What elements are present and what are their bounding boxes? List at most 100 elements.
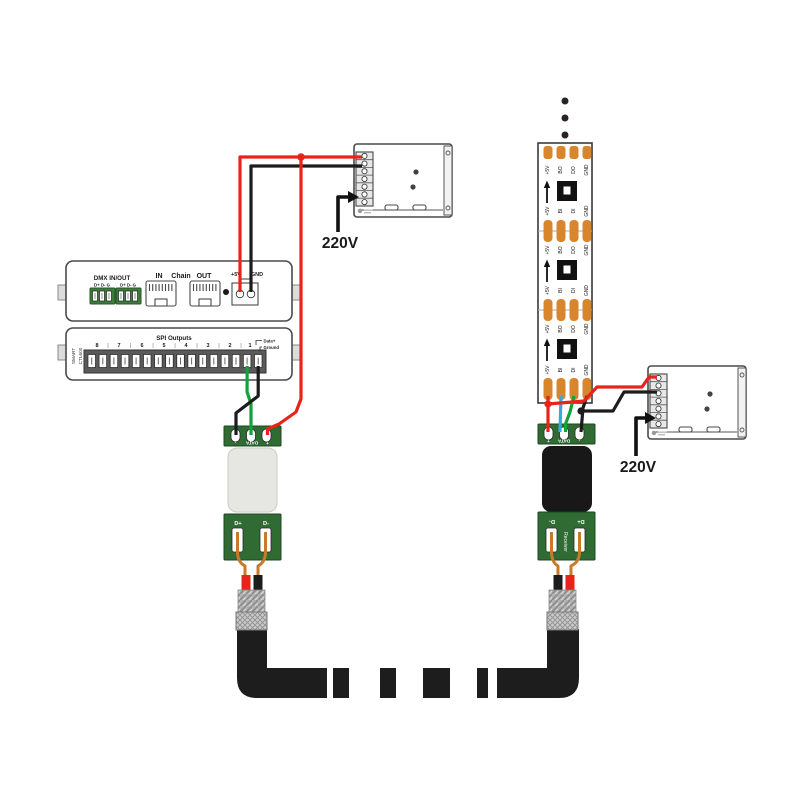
cable-dash	[380, 668, 396, 698]
svg-text:+5V: +5V	[545, 285, 551, 295]
svg-text:2: 2	[228, 343, 231, 349]
psu-screw	[707, 391, 713, 397]
svg-text:DI: DI	[571, 209, 577, 214]
svg-text:|: |	[240, 343, 241, 349]
svg-text:|: |	[130, 343, 131, 349]
model-label: CTL600	[78, 347, 83, 364]
continuation-dot	[561, 131, 569, 139]
power-ground-label: GND	[251, 272, 263, 278]
psu-5v-red-wire	[238, 155, 362, 292]
transmitter-terminal-label: -	[234, 441, 236, 446]
dmx-terminal-pins	[92, 290, 138, 302]
strip-pad-labels: +5V BO DO GND +5V BI DI GND +5V BO DO GN…	[545, 164, 590, 376]
psu-foot	[384, 204, 399, 211]
wiring	[234, 153, 657, 435]
psu-terminal-block	[355, 151, 374, 207]
svg-text:+5V: +5V	[545, 245, 551, 255]
cable-left-elbow	[237, 629, 327, 698]
dmx-pin-labels: D+ D- G	[120, 283, 137, 288]
continuation-dot	[561, 97, 569, 105]
transmitter-dminus-label: D-	[263, 521, 269, 527]
svg-text:DO: DO	[571, 166, 577, 174]
rj45-out-jack	[189, 280, 221, 307]
power-terminal-block	[231, 278, 259, 306]
spi-ground-label: Ground	[264, 345, 280, 350]
svg-text:|: |	[107, 343, 108, 349]
power-positive-label: +5V	[231, 272, 241, 278]
continuation-dot	[561, 114, 569, 122]
svg-text:GND: GND	[584, 364, 590, 376]
transmitter-power-red-wire	[265, 157, 303, 435]
power-supply-top: 220V	[322, 143, 453, 252]
transmitter-dplus-label: D+	[234, 521, 242, 527]
jack-chain-label: Chain	[171, 273, 190, 280]
receiver-module: + DATA - D- D+ Receiver	[537, 423, 596, 631]
receiver-name-label: Receiver	[562, 532, 568, 552]
svg-text:+5V: +5V	[545, 365, 551, 375]
spi-terminal-pins	[87, 354, 263, 368]
svg-text:6: 6	[140, 343, 143, 349]
psu-foot	[412, 204, 427, 211]
dmx-cable	[237, 629, 579, 698]
svg-text:+5V: +5V	[545, 165, 551, 175]
strip-di-green-wire	[563, 395, 576, 432]
mains-voltage-label: 220V	[620, 459, 657, 476]
dmx-section-title: DMX IN/OUT	[94, 275, 131, 282]
svg-text:GND: GND	[584, 323, 590, 335]
svg-text:DI: DI	[571, 368, 577, 373]
transmitter-module: - DATA + D+ D-	[223, 425, 282, 631]
cable-dash	[477, 668, 488, 698]
jack-in-label: IN	[156, 273, 163, 280]
cable-twisted-pair	[548, 589, 577, 615]
psu-side-rail	[443, 145, 453, 216]
psu-screw	[704, 406, 710, 412]
svg-text:GND: GND	[584, 164, 590, 176]
jack-out-label: OUT	[197, 273, 213, 280]
svg-text:GND: GND	[584, 244, 590, 256]
brand-label: SMART	[71, 348, 76, 364]
receiver-dminus-wire	[550, 532, 560, 577]
dmx-controller: DMX IN/OUT D+ D- G D+ D- G IN Chain OUT …	[57, 260, 301, 322]
psu-gnd-black-wire	[249, 164, 362, 292]
mains-arrow	[336, 195, 348, 232]
transmitter-body	[227, 447, 278, 513]
svg-text:8: 8	[95, 343, 98, 349]
svg-text:GND: GND	[584, 205, 590, 217]
spi-data-green-wire	[245, 366, 253, 435]
rj45-in-jack	[145, 280, 177, 307]
svg-text:|: |	[218, 343, 219, 349]
receiver-dplus-label: D+	[577, 518, 585, 524]
svg-text:BI: BI	[558, 288, 564, 293]
svg-text:BI: BI	[558, 368, 564, 373]
svg-text:GND: GND	[584, 285, 590, 297]
psu-screw	[413, 169, 419, 175]
svg-text:DI: DI	[571, 288, 577, 293]
transmitter-terminal-label: DATA	[245, 441, 258, 446]
spi-output-numbers: 8 7 6 5 4 3 2 1 | | | | | | |	[95, 343, 251, 349]
transmitter-dminus-wire	[256, 532, 267, 577]
mains-arrowhead	[645, 412, 656, 424]
spi-terminal-strip	[83, 349, 267, 374]
svg-text:BO: BO	[558, 246, 564, 253]
svg-text:+5V: +5V	[545, 206, 551, 216]
svg-text:BO: BO	[558, 325, 564, 332]
svg-text:1: 1	[248, 343, 251, 349]
svg-text:7: 7	[117, 343, 120, 349]
svg-text:BI: BI	[558, 209, 564, 214]
svg-text:|: |	[196, 343, 197, 349]
receiver-terminal-label: -	[578, 439, 580, 444]
receiver-dplus-wire	[569, 532, 581, 577]
transmitter-dplus-wire	[236, 532, 247, 577]
svg-text:BO: BO	[558, 166, 564, 173]
svg-text:|: |	[152, 343, 153, 349]
spi-controller: SMART CTL600 SPI Outputs 8 7 6 5 4 3 2 1…	[57, 327, 301, 381]
controller-top-body	[65, 260, 293, 322]
led-strip: +5V BO DO GND +5V BI DI GND +5V BO DO GN…	[537, 97, 593, 404]
ground-leader-line	[259, 346, 262, 352]
psu-foot	[678, 426, 693, 433]
spi-title: SPI Outputs	[156, 335, 192, 342]
led-ic-chip	[557, 181, 577, 359]
svg-text:DO: DO	[571, 246, 577, 254]
